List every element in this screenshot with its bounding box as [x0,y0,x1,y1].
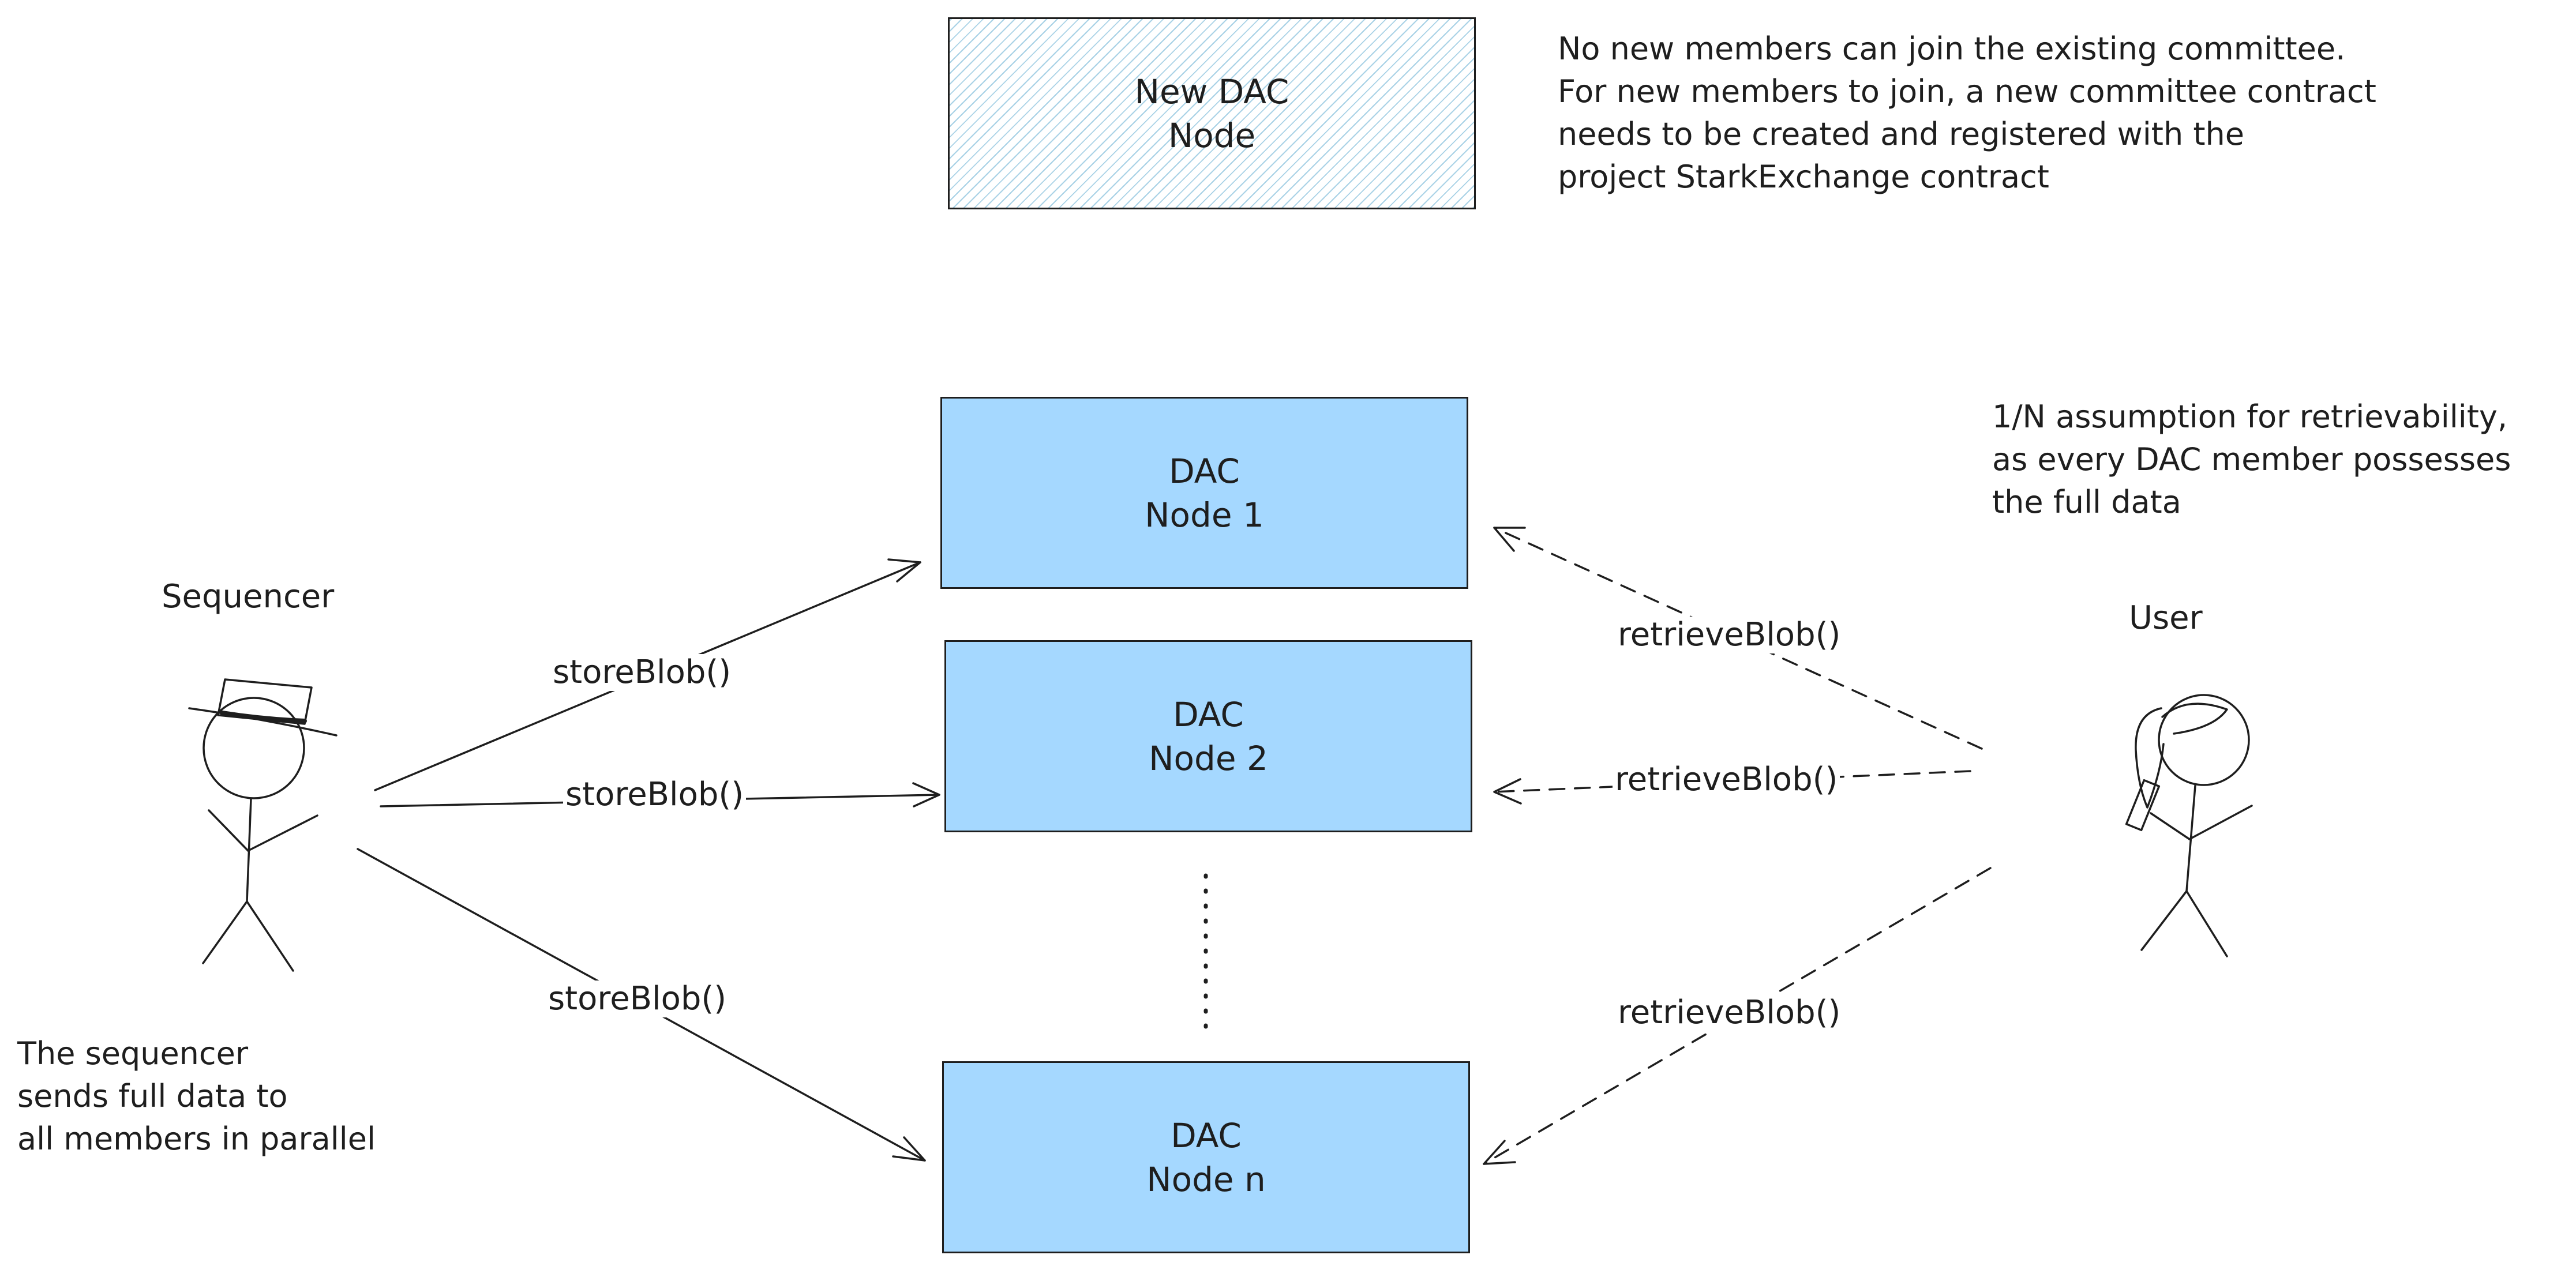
committee-note-line: For new members to join, a new committee… [1558,73,2376,110]
user-label: User [2129,599,2203,637]
retrieve-blob-label-2: retrieveBlob() [1613,761,1840,798]
dac-node-n-line1: DAC [1171,1115,1242,1155]
dac-node-n-line2: Node n [1146,1159,1266,1199]
dac-node-1-line2: Node 1 [1145,495,1264,535]
committee-note-line: project StarkExchange contract [1558,159,2049,195]
retrievability-note-line: 1/N assumption for retrievability, [1992,399,2508,435]
sequencer-note-line: The sequencer [17,1035,249,1072]
dac-node-2-line2: Node 2 [1149,738,1268,778]
dac-node-2: DAC Node 2 [944,640,1472,832]
dac-node-n: DAC Node n [942,1061,1470,1253]
store-blob-label-2: storeBlob() [563,776,747,813]
new-dac-node: New DAC Node [948,17,1476,209]
sequencer-note: The sequencer sends full data to all mem… [17,1032,376,1160]
new-dac-node-line2: Node [1168,115,1256,155]
sequencer-note-line: all members in parallel [17,1121,376,1157]
committee-note-line: needs to be created and registered with … [1558,116,2244,152]
retrieve-blob-label-n: retrieveBlob() [1615,994,1843,1031]
committee-note: No new members can join the existing com… [1558,28,2376,198]
committee-note-line: No new members can join the existing com… [1558,31,2346,67]
retrievability-note-line: the full data [1992,484,2181,520]
sequencer-note-line: sends full data to [17,1078,288,1114]
sequencer-figure-icon [188,678,338,972]
user-figure-icon [2125,694,2253,957]
sequencer-label: Sequencer [162,578,335,615]
store-blob-label-n: storeBlob() [546,981,729,1017]
dac-node-1: DAC Node 1 [940,397,1468,589]
new-dac-node-line1: New DAC [1134,72,1289,111]
dac-node-1-line1: DAC [1169,451,1240,491]
retrievability-note: 1/N assumption for retrievability, as ev… [1992,396,2511,524]
retrievability-note-line: as every DAC member possesses [1992,441,2511,478]
store-blob-label-1: storeBlob() [550,654,734,691]
dac-node-2-line1: DAC [1173,694,1244,734]
retrieve-blob-label-1: retrieveBlob() [1615,617,1843,653]
